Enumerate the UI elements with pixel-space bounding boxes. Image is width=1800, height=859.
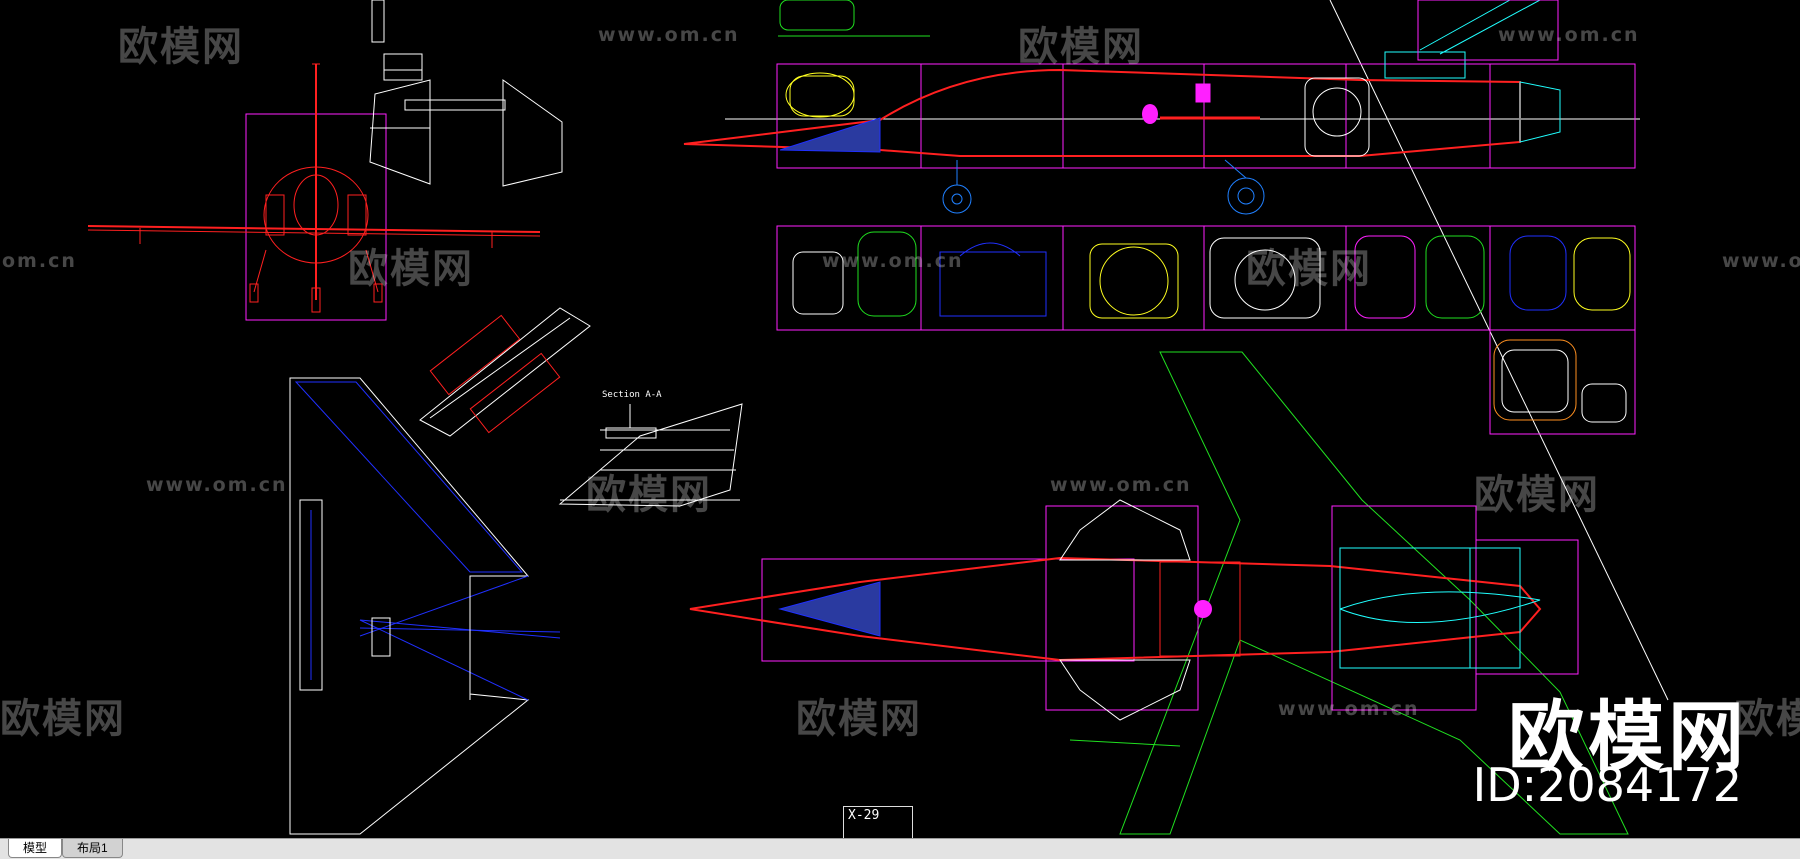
watermark-url: www.om.cn: [1722, 250, 1800, 272]
front-view: [87, 63, 541, 321]
watermark-url: www.om.cn: [1498, 24, 1640, 46]
layout-tab-bar: 模型 布局1: [0, 838, 1800, 859]
watermark-url: www.om.cn: [822, 250, 964, 272]
watermark-url: www.om.cn: [1278, 698, 1420, 720]
watermark-brand: 欧模网: [1018, 24, 1144, 70]
cross-sections: [776, 225, 1636, 435]
watermark-brand: 欧模网: [586, 472, 712, 518]
side-view: [683, 0, 1636, 215]
tab-model[interactable]: 模型: [8, 839, 63, 858]
watermark-url: om.cn: [2, 250, 77, 272]
watermark-brand: 欧模网: [1474, 472, 1600, 518]
brand-id: ID:2084172: [1472, 758, 1742, 812]
tab-layout1[interactable]: 布局1: [62, 839, 123, 858]
title-block[interactable]: X-29: [843, 806, 913, 840]
cad-model-space[interactable]: 欧模网 www.om.cn 欧模网 www.om.cn om.cn 欧模网 ww…: [0, 0, 1800, 840]
title-block-label: X-29: [848, 808, 880, 823]
brand-logo-text: 欧模网: [1508, 692, 1748, 781]
watermark-brand: 欧模网: [0, 696, 126, 742]
section-label: Section A-A: [602, 390, 662, 400]
watermark-url: www.om.cn: [146, 474, 288, 496]
cad-drawing: [87, 0, 1669, 835]
tail-section-views: [419, 307, 743, 507]
wing-planform-view: [289, 377, 561, 835]
watermark-url: www.om.cn: [1050, 474, 1192, 496]
canard-views: [369, 0, 563, 187]
watermark-brand: 欧模网: [348, 246, 474, 292]
watermark-brand: 欧模网: [118, 24, 244, 70]
watermark-url: www.om.cn: [598, 24, 740, 46]
top-view: [689, 351, 1629, 835]
watermark-brand: 欧模网: [1246, 246, 1372, 292]
construction-line: [1329, 0, 1669, 701]
watermark-brand: 欧模: [1734, 696, 1800, 742]
watermark-brand: 欧模网: [796, 696, 922, 742]
